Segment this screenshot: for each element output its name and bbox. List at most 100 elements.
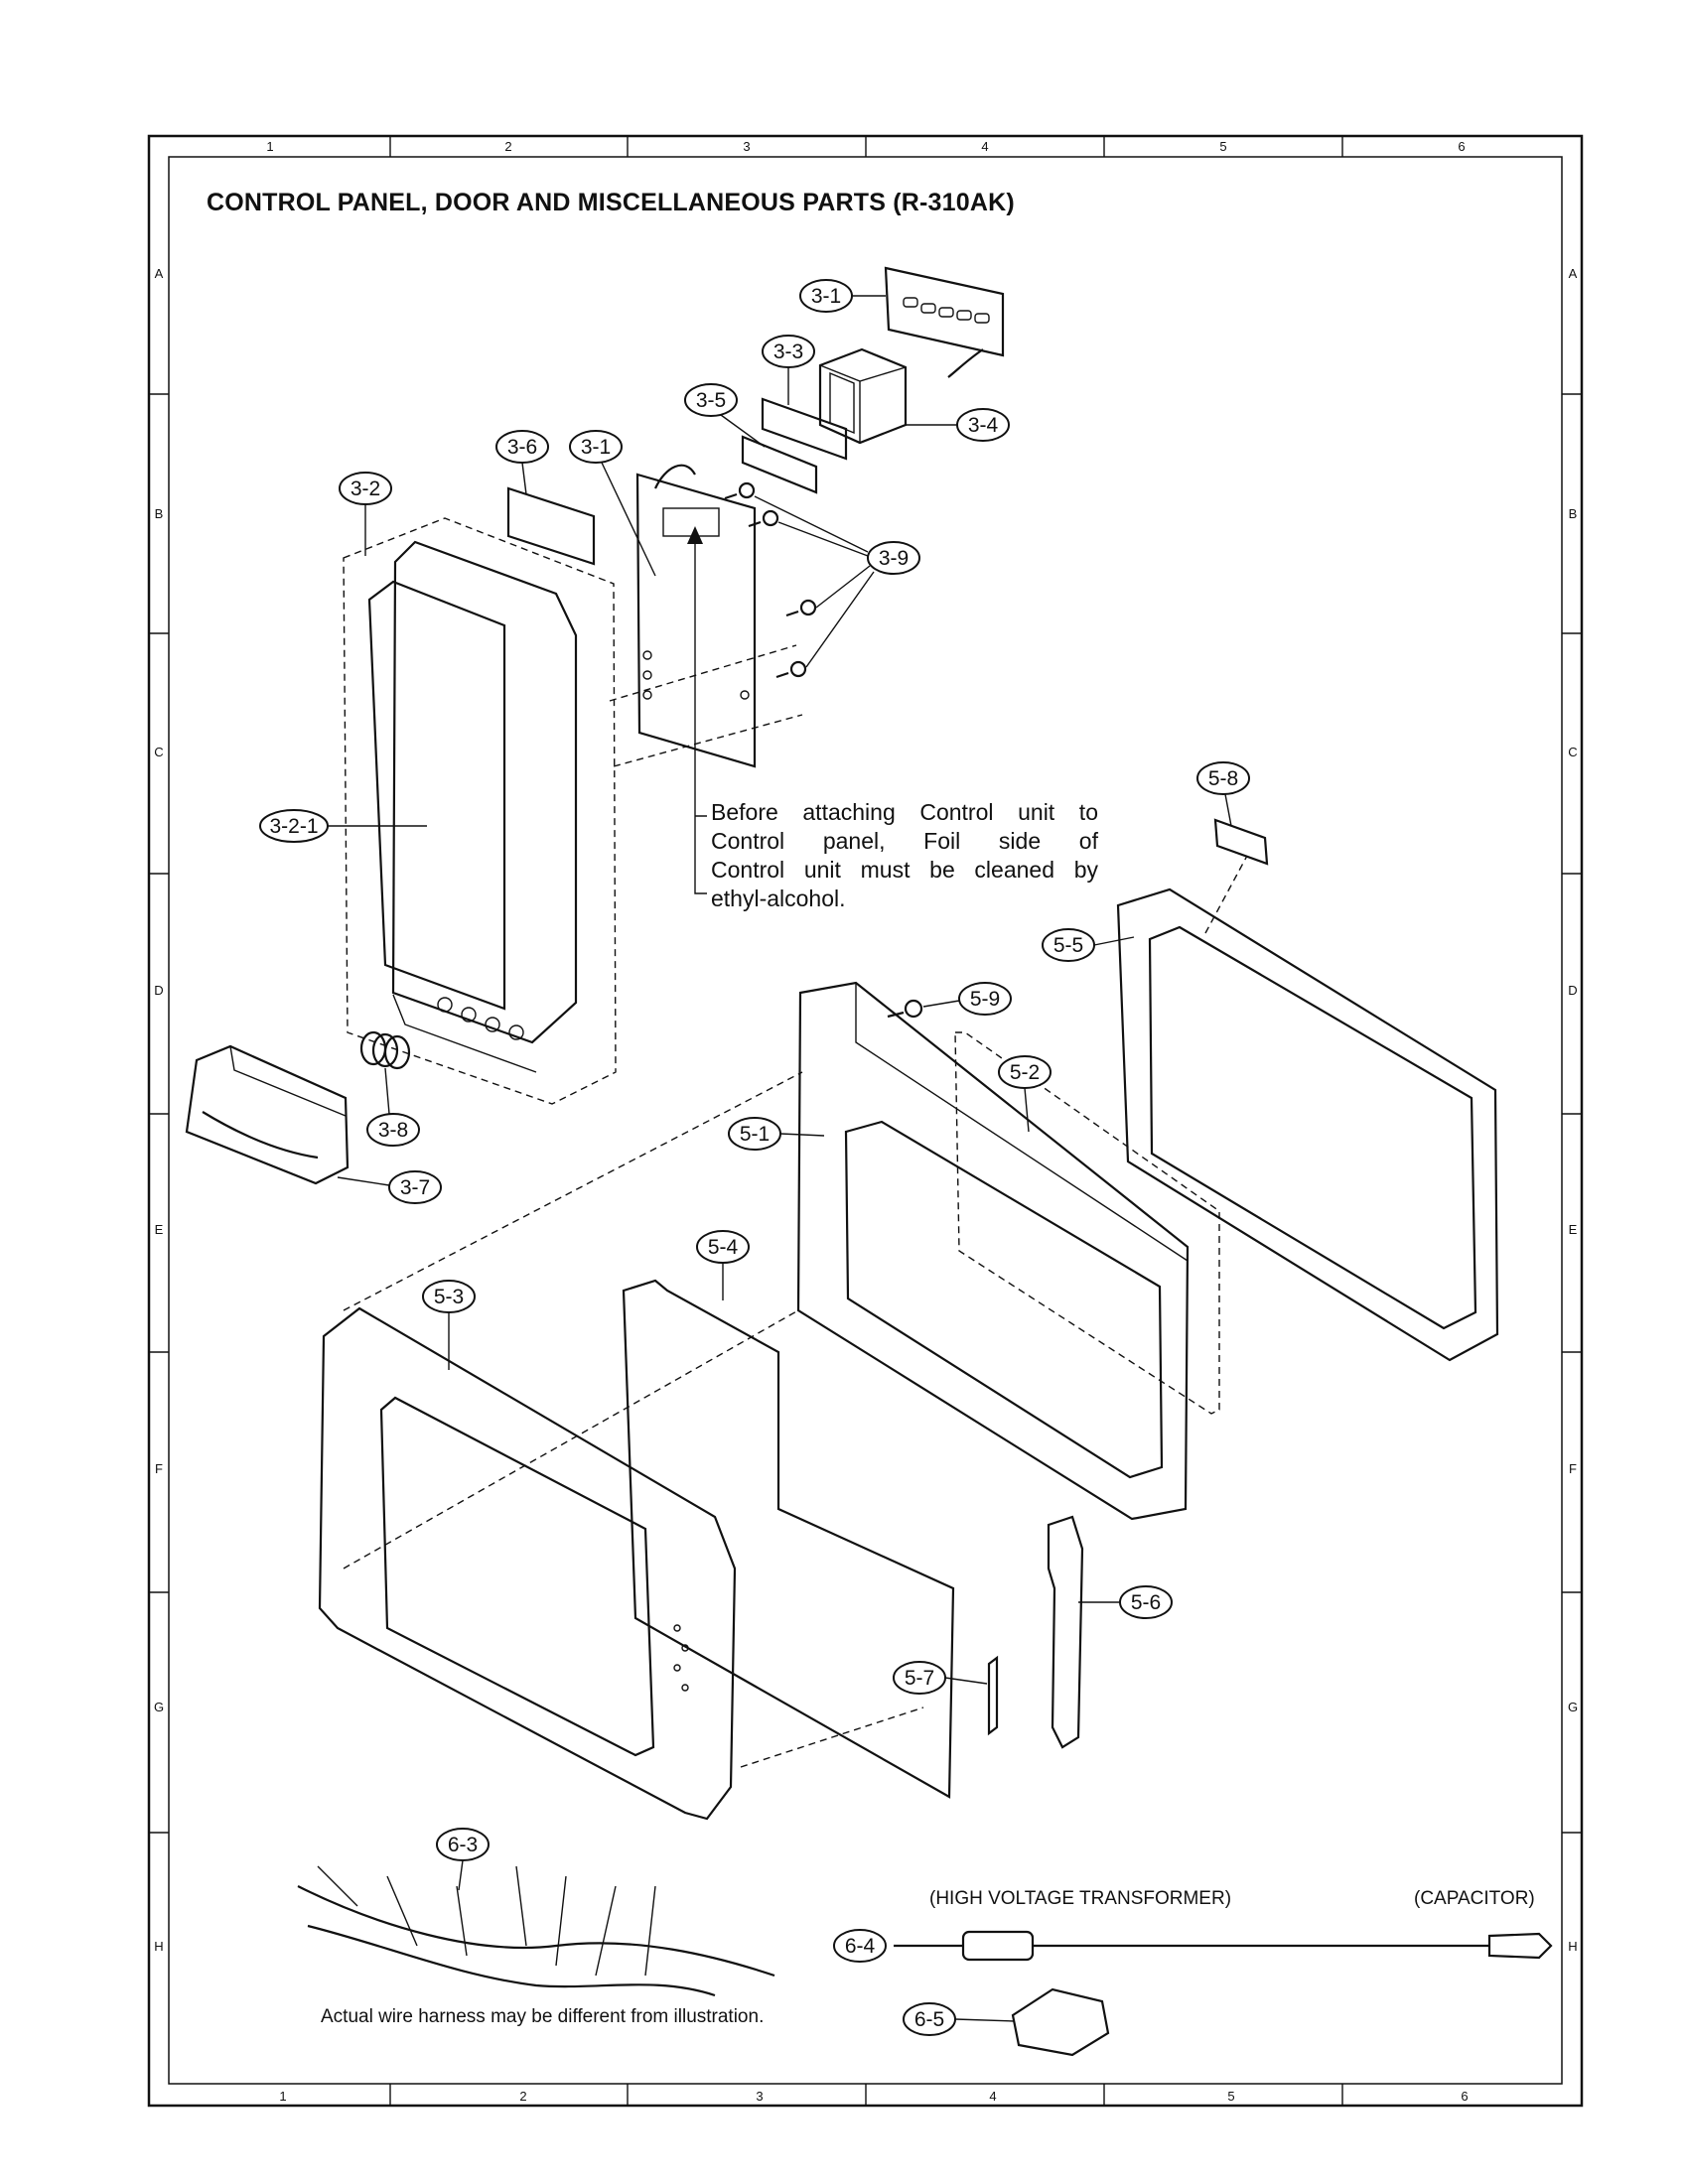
grid-row-f-left: F: [155, 1461, 163, 1476]
grid-row-h-left: H: [154, 1939, 163, 1954]
grid-col-4-top: 4: [981, 139, 988, 154]
grid-row-c-left: C: [154, 745, 163, 759]
grid-row-d-left: D: [154, 983, 163, 998]
callout-6-5: 6-5: [903, 2002, 1016, 2036]
svg-text:6-4: 6-4: [845, 1935, 876, 1958]
note-line-1: Before attaching Control unit to: [711, 799, 1098, 825]
grid-col-2-bottom: 2: [519, 2089, 526, 2104]
key-unit-3-1-top: [884, 266, 1005, 378]
callout-5-9: 5-9: [922, 982, 1012, 1016]
grid-col-3-bottom: 3: [756, 2089, 763, 2104]
grid-col-4-bottom: 4: [989, 2089, 996, 2104]
page-title: CONTROL PANEL, DOOR AND MISCELLANEOUS PA…: [207, 189, 1015, 216]
grid-row-d-right: D: [1568, 983, 1577, 998]
callout-3-8: 3-8: [366, 1067, 420, 1147]
callout-5-4: 5-4: [696, 1230, 750, 1300]
callout-3-2: 3-2: [339, 472, 392, 556]
svg-text:5-5: 5-5: [1053, 934, 1083, 957]
svg-text:3-6: 3-6: [507, 436, 537, 459]
control-unit-3-1: [635, 464, 757, 768]
callout-5-5: 5-5: [1042, 928, 1135, 962]
svg-text:5-6: 5-6: [1131, 1591, 1161, 1614]
transformer-caption: (HIGH VOLTAGE TRANSFORMER): [929, 1888, 1232, 1909]
grid-row-b-right: B: [1569, 506, 1578, 521]
grid-col-1-top: 1: [266, 139, 273, 154]
note-line-3: Control unit must be cleaned by: [711, 857, 1098, 883]
grid-col-6-top: 6: [1458, 139, 1465, 154]
callout-3-2-1: 3-2-1: [259, 809, 427, 843]
grid-row-g-right: G: [1568, 1700, 1578, 1714]
callout-6-4: 6-4: [833, 1929, 887, 1963]
grid-row-h-right: H: [1568, 1939, 1577, 1954]
choke-cover-5-2: [954, 1031, 1220, 1415]
svg-text:5-8: 5-8: [1208, 767, 1238, 790]
grid-col-3-top: 3: [743, 139, 750, 154]
latch-lever-5-6: [1047, 1515, 1084, 1749]
door-sheet-5-4: [622, 1279, 955, 1799]
sheet-frame: 1 2 3 4 5 6 1 2 3 4 5 6 A B C D E F G H …: [147, 134, 1584, 2108]
grid-row-f-right: F: [1569, 1461, 1577, 1476]
door-screw-5-9: [887, 999, 923, 1019]
svg-text:6-3: 6-3: [448, 1834, 478, 1856]
switch-holder-3-4: [818, 347, 908, 445]
callout-5-1: 5-1: [728, 1117, 825, 1151]
callout-5-8: 5-8: [1196, 761, 1250, 827]
svg-text:3-5: 3-5: [696, 389, 726, 412]
callout-5-6: 5-6: [1078, 1585, 1173, 1619]
svg-text:3-2: 3-2: [351, 478, 380, 500]
svg-text:5-2: 5-2: [1010, 1061, 1040, 1084]
svg-text:3-7: 3-7: [400, 1176, 430, 1199]
callout-3-6: 3-6: [495, 430, 549, 495]
callout-3-4: 3-4: [906, 408, 1010, 442]
grid-col-1-bottom: 1: [279, 2089, 286, 2104]
door-panel-5-1: [796, 981, 1190, 1521]
grid-col-6-bottom: 6: [1461, 2089, 1468, 2104]
grid-row-e-left: E: [155, 1222, 164, 1237]
grid-col-5-bottom: 5: [1227, 2089, 1234, 2104]
callout-3-7: 3-7: [337, 1170, 442, 1204]
transformer-lead-6-4: [894, 1930, 1553, 1962]
door-frame-5-5: [1116, 887, 1499, 1362]
cleaning-note: Before attaching Control unit to Control…: [711, 798, 1098, 913]
svg-text:3-8: 3-8: [378, 1119, 408, 1142]
svg-text:5-7: 5-7: [905, 1667, 934, 1690]
svg-text:3-4: 3-4: [968, 414, 999, 437]
callout-5-3: 5-3: [422, 1280, 476, 1370]
capacitor-caption: (CAPACITOR): [1414, 1888, 1535, 1909]
svg-text:5-9: 5-9: [970, 988, 1000, 1011]
svg-text:5-3: 5-3: [434, 1286, 464, 1308]
svg-text:3-3: 3-3: [773, 341, 803, 363]
callout-3-1-mid: 3-1: [569, 430, 656, 577]
grid-row-a-left: A: [155, 266, 164, 281]
latch-spring-5-7: [987, 1655, 999, 1736]
open-button-3-7: [185, 1044, 350, 1185]
svg-text:3-2-1: 3-2-1: [269, 815, 318, 838]
callout-5-7: 5-7: [893, 1661, 988, 1695]
callout-6-3: 6-3: [436, 1828, 490, 1891]
wire-harness-6-3: [297, 1865, 775, 1997]
svg-text:5-4: 5-4: [708, 1236, 739, 1259]
screws-3-9: [724, 481, 817, 679]
latch-5-8: [1213, 818, 1269, 866]
spacer-3-5: [741, 435, 818, 494]
grid-row-a-right: A: [1569, 266, 1578, 281]
callout-3-1-top: 3-1: [799, 279, 886, 313]
callout-5-2: 5-2: [998, 1055, 1052, 1133]
sheet-3-3: [761, 397, 848, 461]
harness-caption: Actual wire harness may be different fro…: [321, 2006, 765, 2027]
note-line-2: Control panel, Foil side of: [711, 828, 1098, 854]
grid-row-g-left: G: [154, 1700, 164, 1714]
grid-col-2-top: 2: [504, 139, 511, 154]
grid-row-e-right: E: [1569, 1222, 1578, 1237]
door-assembly-5-3: [318, 1306, 737, 1821]
svg-text:3-9: 3-9: [879, 547, 909, 570]
svg-text:6-5: 6-5: [914, 2008, 944, 2031]
grid-row-c-right: C: [1568, 745, 1577, 759]
grid-row-b-left: B: [155, 506, 164, 521]
callout-3-3: 3-3: [762, 335, 815, 405]
control-panel-3-2: [343, 517, 617, 1105]
callout-3-9: 3-9: [754, 495, 920, 668]
svg-text:3-1: 3-1: [811, 285, 841, 308]
svg-text:3-1: 3-1: [581, 436, 611, 459]
